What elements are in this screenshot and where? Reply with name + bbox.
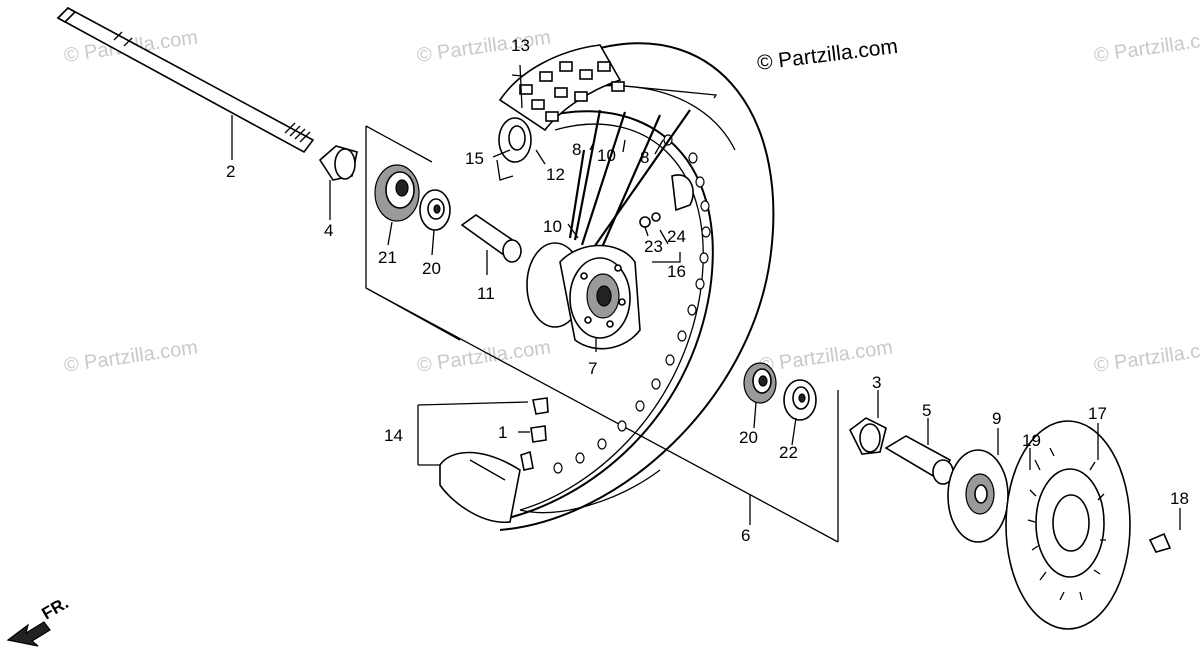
callout-12: 12 <box>546 165 565 184</box>
part-bearing-20-lower <box>743 362 777 404</box>
callout-1: 1 <box>498 423 507 442</box>
part-bearing-20 <box>419 189 451 231</box>
copyright-text: © Partzilla.com <box>756 35 899 75</box>
part-bearing-21 <box>374 164 420 222</box>
callout-6: 6 <box>741 526 750 545</box>
callout-17: 17 <box>1088 404 1107 423</box>
callout-14: 14 <box>384 426 403 445</box>
callout-10: 10 <box>597 146 616 165</box>
part-tube <box>496 117 532 181</box>
callout-11: 11 <box>477 284 495 303</box>
part-disc-guard <box>947 449 1009 543</box>
part-valve <box>520 397 549 471</box>
callout-24: 24 <box>667 227 686 246</box>
part-brake-disc <box>1005 420 1131 630</box>
part-rim <box>499 42 775 531</box>
callout-10: 10 <box>543 217 562 236</box>
callout-2: 2 <box>226 162 235 181</box>
callout-19: 19 <box>1022 431 1041 450</box>
part-axle <box>56 7 315 154</box>
watermark: © Partzilla.com <box>1093 336 1200 377</box>
watermark: © Partzilla.com <box>416 336 553 377</box>
part-tire <box>498 44 625 132</box>
part-hub <box>526 242 641 350</box>
front-direction-arrow: FR. <box>6 593 72 647</box>
callout-20: 20 <box>739 428 758 447</box>
part-bolt-18 <box>1148 532 1172 553</box>
callout-16: 16 <box>667 262 686 281</box>
front-arrow-label: FR. <box>39 593 72 623</box>
callout-3: 3 <box>872 373 881 392</box>
callout-numbers: 2 4 21 20 11 13 15 12 8 10 8 10 7 23 24 … <box>226 36 1189 545</box>
part-spacer-11 <box>460 214 522 263</box>
callout-8: 8 <box>572 140 581 159</box>
callout-5: 5 <box>922 401 931 420</box>
watermark: © Partzilla.com <box>416 26 553 67</box>
rim-spoke-holes <box>553 134 711 474</box>
callout-21: 21 <box>378 248 397 267</box>
part-rim-lock <box>639 174 694 228</box>
part-collar-4 <box>318 145 358 181</box>
part-collar-3 <box>848 417 887 455</box>
callout-7: 7 <box>588 359 597 378</box>
callout-13: 13 <box>511 36 530 55</box>
watermark: © Partzilla.com <box>1093 26 1200 67</box>
callout-4: 4 <box>324 221 333 240</box>
part-seal-22 <box>783 379 817 421</box>
callout-20: 20 <box>422 259 441 278</box>
part-spokes <box>568 109 691 253</box>
callout-9: 9 <box>992 409 1001 428</box>
callout-22: 22 <box>779 443 798 462</box>
part-spacer-5 <box>884 435 954 485</box>
leader-lines <box>231 64 1181 530</box>
watermark: © Partzilla.com <box>63 336 200 377</box>
callout-15: 15 <box>465 149 484 168</box>
callout-18: 18 <box>1170 489 1189 508</box>
callout-23: 23 <box>644 237 663 256</box>
part-rim-band <box>439 451 521 523</box>
callout-8: 8 <box>640 148 649 167</box>
watermark: © Partzilla.com <box>758 336 895 377</box>
